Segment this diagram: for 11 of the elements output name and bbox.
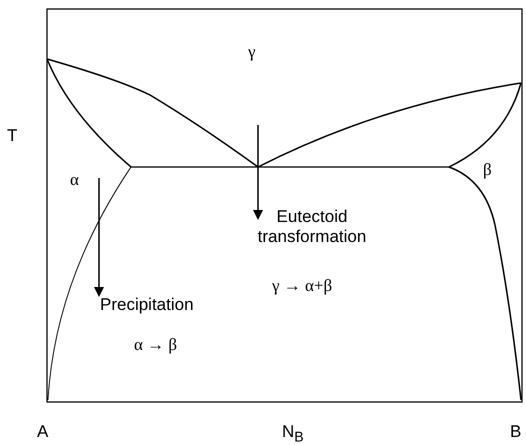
process-label: Precipitation (100, 295, 194, 315)
axis-tick-label: A (37, 422, 48, 442)
axis-tick-label: B (510, 422, 522, 442)
phase-label: α (70, 170, 79, 190)
axis-label: N$_{B}$ (282, 422, 304, 445)
reaction-formula: γ → α+β (272, 276, 332, 296)
process-label: Eutectoid transformation (256, 207, 368, 247)
axis-label: T (7, 126, 18, 146)
reaction-formula: α → β (134, 335, 178, 355)
phase-label: γ (248, 42, 256, 62)
phase-label: β (483, 160, 492, 180)
